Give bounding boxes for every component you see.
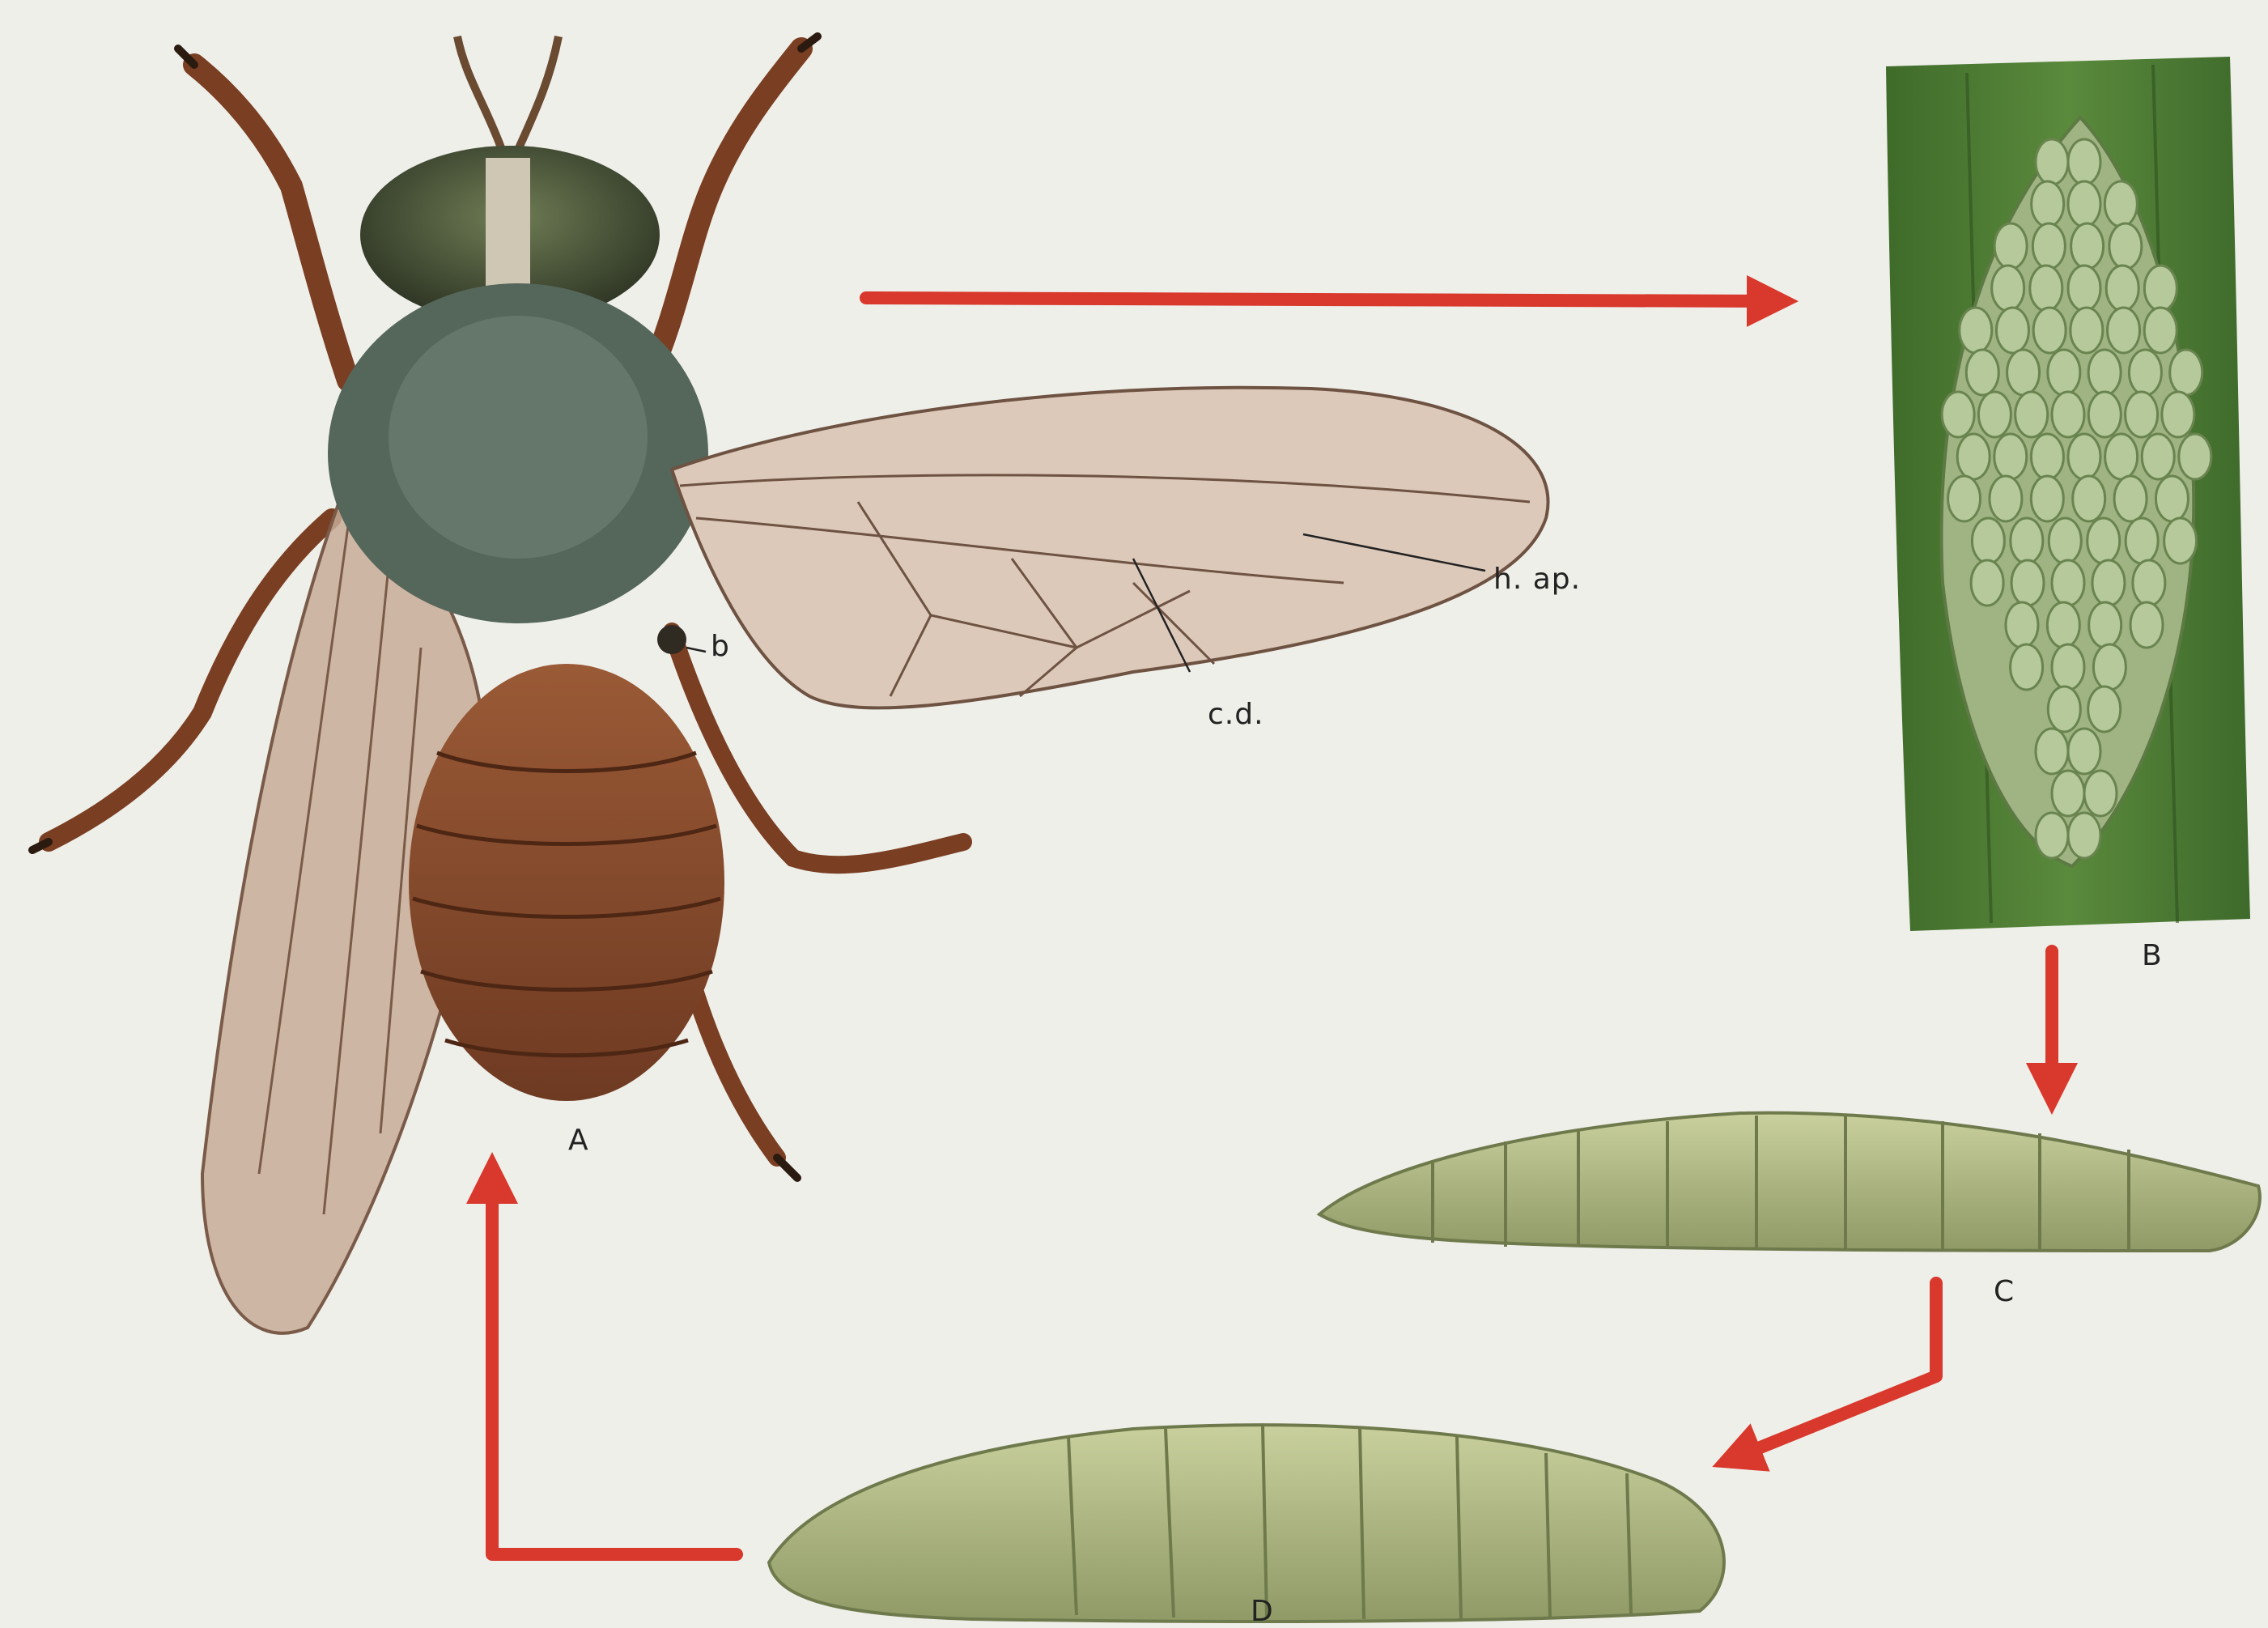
fly-abdomen: [409, 664, 724, 1101]
arrow-a-to-b: [866, 298, 1773, 301]
stage-label-c: C: [1994, 1275, 2015, 1308]
haltere: [657, 625, 686, 654]
larva: [1319, 1113, 2260, 1251]
annotation-b: b: [711, 630, 730, 663]
arrow-c-to-d: [1736, 1283, 1936, 1457]
annotation-h-ap: h. ap.: [1493, 563, 1581, 596]
antenna-icon: [518, 36, 559, 150]
stage-label-b: B: [2142, 939, 2163, 972]
stage-label-a: A: [568, 1124, 589, 1157]
adult-fly: [32, 36, 1548, 1333]
fly-wing-right: [672, 388, 1548, 708]
egg-mass-on-leaf: [1886, 57, 2250, 931]
stage-label-d: D: [1251, 1595, 1274, 1628]
arrow-d-to-a: [492, 1178, 737, 1554]
pupa: [769, 1425, 1724, 1622]
antenna-icon: [457, 36, 502, 150]
annotation-c-d: c.d.: [1208, 698, 1264, 731]
